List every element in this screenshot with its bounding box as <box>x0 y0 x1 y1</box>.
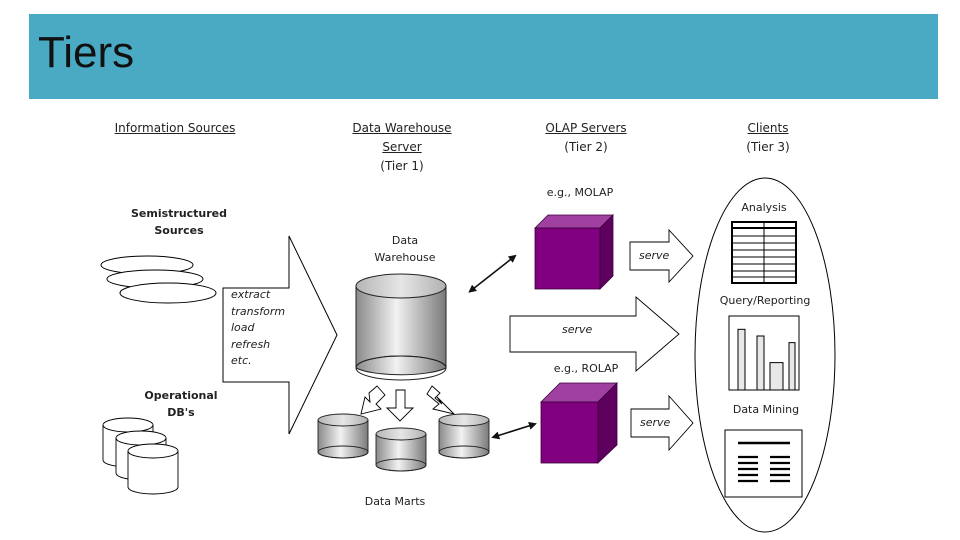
query-reporting-chart-icon <box>728 315 800 391</box>
semistructured-sources-icon <box>100 255 217 304</box>
etl-steps-list: extract transform load refresh etc. <box>231 287 285 370</box>
header-clients: Clients (Tier 3) <box>718 119 818 157</box>
serve-label-rolap: serve <box>640 416 671 429</box>
slide-title: Tiers <box>38 28 135 77</box>
semistructured-label-line2: Sources <box>154 224 204 237</box>
operational-label-line1: Operational <box>144 389 218 402</box>
etl-step: etc. <box>231 354 252 367</box>
serve-label-main: serve <box>562 323 593 336</box>
semistructured-sources-label: Semistructured Sources <box>119 205 239 239</box>
data-warehouse-label-line2: Warehouse <box>374 251 436 264</box>
chart-bar <box>737 328 746 391</box>
chart-bar <box>769 362 784 391</box>
header-olap-title: OLAP Servers <box>545 121 627 135</box>
data-mining-document-icon <box>724 429 803 498</box>
header-information-sources-title: Information Sources <box>114 121 236 135</box>
data-marts-label: Data Marts <box>364 495 426 508</box>
header-olap-subtitle: (Tier 2) <box>564 140 608 154</box>
serve-label-molap: serve <box>639 249 670 262</box>
header-clients-title: Clients <box>747 121 789 135</box>
serve-arrow-rolap <box>630 394 694 452</box>
data-warehouse-cylinder-icon <box>355 273 447 381</box>
header-warehouse-title-2: Server <box>382 140 422 154</box>
data-mart-cylinder-icon <box>438 413 490 459</box>
header-warehouse-server: Data Warehouse Server (Tier 1) <box>332 119 472 176</box>
warehouse-molap-link-arrow <box>468 254 517 293</box>
etl-arrow <box>222 235 338 435</box>
analysis-table-icon <box>731 221 797 284</box>
semistructured-label-line1: Semistructured <box>130 207 228 220</box>
chart-bar <box>788 342 796 391</box>
operational-label-line2: DB's <box>167 406 195 419</box>
data-warehouse-label: Data Warehouse <box>355 232 455 266</box>
operational-dbs-label: Operational DB's <box>131 387 231 421</box>
header-warehouse-title-1: Data Warehouse <box>352 121 452 135</box>
operational-dbs-icon <box>102 417 179 495</box>
analysis-label: Analysis <box>741 201 787 214</box>
clients-boundary-ellipse <box>694 177 836 533</box>
molap-cube-icon <box>534 214 614 290</box>
rolap-cube-icon <box>540 382 618 464</box>
etl-step: extract <box>231 288 271 301</box>
data-warehouse-label-line1: Data <box>391 234 419 247</box>
data-mart-cylinder-icon <box>317 413 369 459</box>
header-olap-servers: OLAP Servers (Tier 2) <box>526 119 646 157</box>
mart-rolap-link-arrow <box>491 421 537 440</box>
warehouse-to-marts-arrows <box>360 385 456 422</box>
chart-bar <box>756 335 765 391</box>
rolap-label: e.g., ROLAP <box>553 362 619 375</box>
etl-step: refresh <box>231 337 271 351</box>
query-reporting-label: Query/Reporting <box>719 294 811 307</box>
data-mart-cylinder-icon <box>375 427 427 472</box>
serve-arrow-molap <box>629 228 694 284</box>
header-warehouse-subtitle: (Tier 1) <box>380 159 424 173</box>
serve-arrow-main <box>509 296 680 372</box>
header-information-sources: Information Sources <box>100 119 250 138</box>
title-banner <box>29 14 938 99</box>
molap-label: e.g., MOLAP <box>546 186 614 199</box>
etl-step: load <box>231 321 255 334</box>
header-clients-subtitle: (Tier 3) <box>746 140 790 154</box>
data-mining-label: Data Mining <box>732 403 800 416</box>
etl-step: transform <box>231 304 286 318</box>
